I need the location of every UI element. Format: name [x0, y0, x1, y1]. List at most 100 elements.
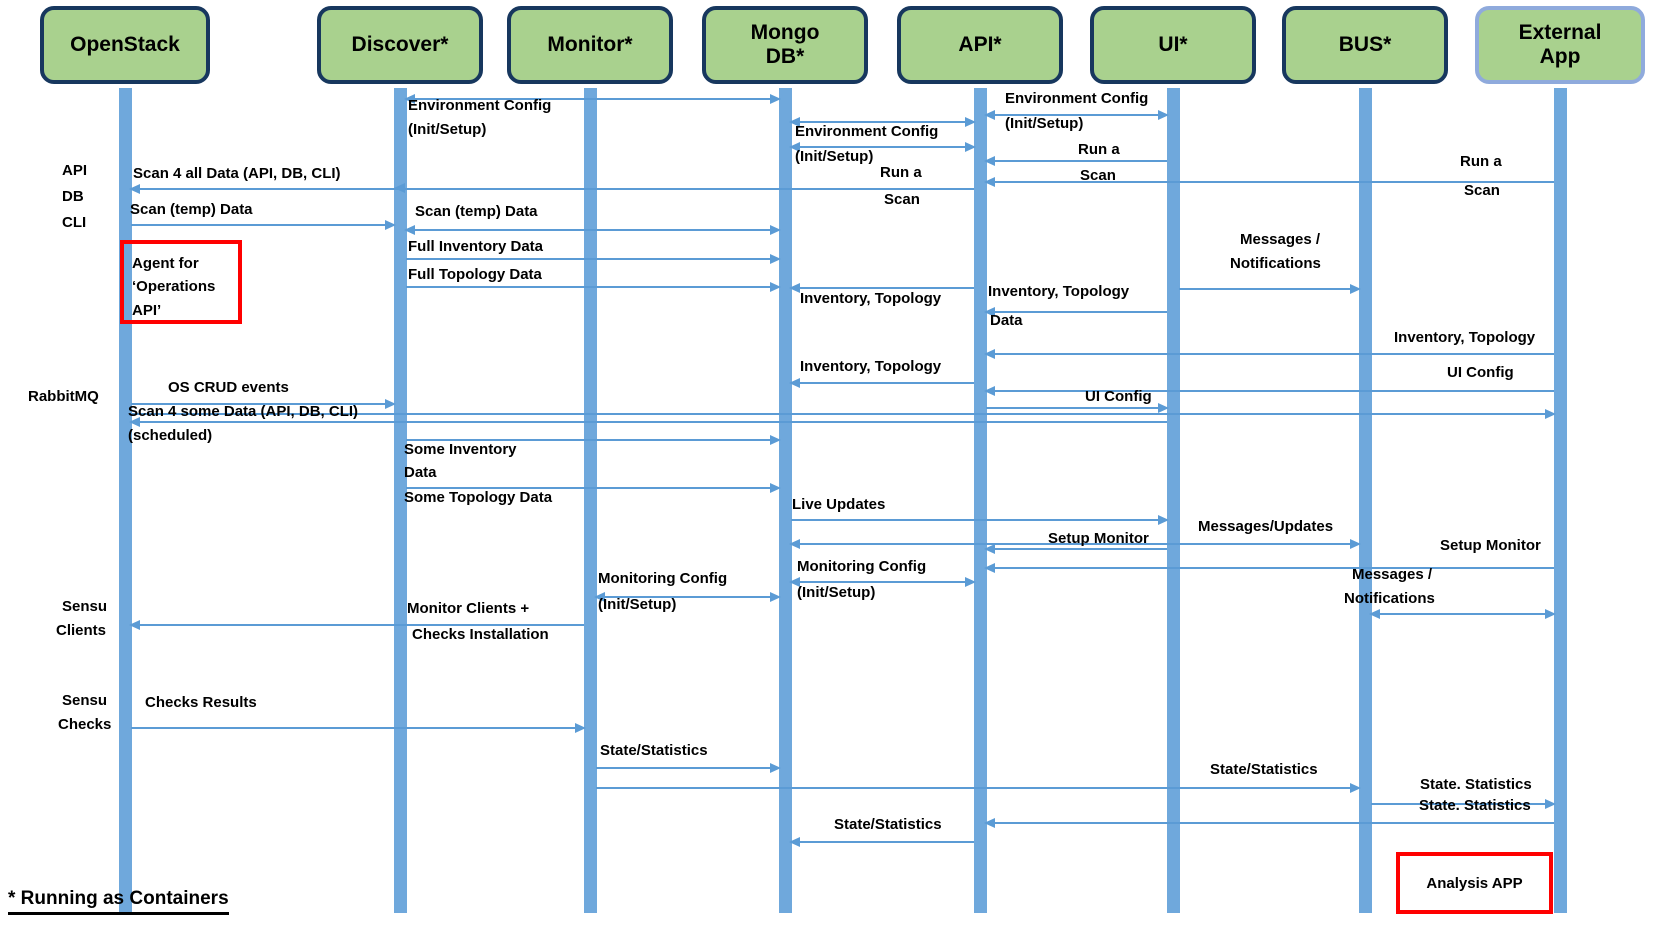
arrow-messages-notifications-bus-external [1369, 609, 1556, 619]
arrow-setup-monitor-ui-api [984, 544, 1167, 554]
message-label: Scan [1080, 167, 1116, 184]
arrowhead-left [984, 544, 995, 554]
arrow-run-a-scan-ui-api [984, 156, 1167, 166]
arrow-state-statistics-api-mongo [789, 837, 974, 847]
arrowhead-right [965, 577, 976, 587]
message-label: Setup Monitor [1048, 530, 1149, 547]
arrowhead-right [1158, 403, 1169, 413]
arrowhead-left [594, 592, 605, 602]
message-label: Scan 4 all Data (API, DB, CLI) [133, 165, 341, 182]
arrowhead-right [385, 399, 396, 409]
arrowhead-left [129, 620, 140, 630]
message-label: State/Statistics [600, 742, 708, 759]
external-app-box: External App [1475, 6, 1645, 84]
message-label: Full Topology Data [408, 266, 542, 283]
arrow-monitoring-config-monitor-mongo [594, 592, 781, 602]
message-label: Messages / [1352, 566, 1433, 583]
arrowhead-left [984, 307, 995, 317]
message-label: (Init/Setup) [408, 121, 487, 138]
monitor-lifeline [583, 88, 597, 913]
message-label: Full Inventory Data [408, 238, 544, 255]
arrow-messages-notifications-ui-bus [1179, 284, 1361, 294]
arrow-env-config-api-ui [984, 110, 1169, 120]
message-label: OS CRUD events [168, 379, 289, 396]
message-label: Checks [58, 716, 112, 733]
arrowhead-left [789, 837, 800, 847]
arrowhead-right [965, 117, 976, 127]
arrow-live-updates [791, 515, 1169, 525]
message-label: Scan (temp) Data [130, 201, 253, 218]
arrow-inventory-topology-external-api [984, 349, 1554, 359]
message-label: Environment Config [795, 123, 939, 140]
arrow-some-inventory-data [406, 435, 781, 445]
mongo-db-lifeline [778, 88, 792, 913]
arrow-env-config-discover-mongo [404, 94, 781, 104]
arrowhead-right [1545, 799, 1556, 809]
arrow-long-openstack-external [131, 409, 1556, 419]
message-label: Clients [56, 622, 107, 639]
message-label: Notifications [1230, 255, 1321, 272]
arrow-messages-updates [789, 539, 1361, 549]
arrowhead-right [965, 142, 976, 152]
arrow-inventory-topology-api-mongo-1 [789, 283, 974, 293]
arrow-inventory-topology-api-mongo-2 [789, 378, 974, 388]
arrowhead-right [770, 282, 781, 292]
arrowhead-right [1545, 409, 1556, 419]
arrow-run-a-scan-external-api [984, 177, 1554, 187]
arrowhead-right [770, 225, 781, 235]
arrowhead-left [789, 142, 800, 152]
arrow-scan-4-all-data [129, 184, 974, 194]
message-label: Sensu [62, 598, 108, 615]
message-label: Messages/Updates [1198, 518, 1334, 535]
arrowhead-left [404, 225, 415, 235]
message-label: Notifications [1344, 590, 1435, 607]
api-box: API* [897, 6, 1063, 84]
arrowhead-left [984, 156, 995, 166]
arrow-checks-results [131, 723, 586, 733]
message-label: (Init/Setup) [795, 148, 874, 165]
arrowhead-left [129, 184, 140, 194]
arrow-ui-config-api-ui [986, 403, 1169, 413]
message-label: (Init/Setup) [797, 584, 876, 601]
arrow-full-topology-data [406, 282, 781, 292]
external-app-lifeline [1553, 88, 1567, 913]
message-label: API [62, 162, 88, 179]
message-label: Inventory, Topology [988, 283, 1130, 300]
message-label: (Init/Setup) [598, 596, 677, 613]
message-label: RabbitMQ [28, 388, 99, 405]
message-label: Checks Results [145, 694, 257, 711]
message-label: State/Statistics [834, 816, 942, 833]
arrowhead-right [770, 763, 781, 773]
arrow-state-statistics-bus-external [1371, 799, 1556, 809]
arrow-inventory-topology-ui-api [984, 307, 1167, 317]
arrowhead-left [984, 349, 995, 359]
arrow-scan-temp-data-discover-mongo [404, 225, 781, 235]
bus-lifeline [1358, 88, 1372, 913]
message-label: Data [404, 464, 437, 481]
arrowhead-right [1350, 539, 1361, 549]
message-label: Some Topology Data [404, 489, 553, 506]
message-label: Checks Installation [412, 626, 549, 643]
arrow-monitor-clients-checks [129, 620, 584, 630]
arrow-setup-monitor-external-api [984, 563, 1554, 573]
arrowhead-left [789, 117, 800, 127]
arrowhead-right [1158, 110, 1169, 120]
message-label: Environment Config [1005, 90, 1149, 107]
ui-box: UI* [1090, 6, 1256, 84]
openstack-box: OpenStack [40, 6, 210, 84]
api-lifeline [973, 88, 987, 913]
message-label: State. Statistics [1420, 776, 1532, 793]
message-label: DB [62, 188, 84, 205]
message-label: Scan (temp) Data [415, 203, 538, 220]
message-label: Run a [880, 164, 922, 181]
arrowhead-right [1545, 609, 1556, 619]
bus-box: BUS* [1282, 6, 1448, 84]
message-label: Monitoring Config [598, 570, 728, 587]
arrowhead-right [770, 592, 781, 602]
arrow-ui-config-external-api [984, 386, 1554, 396]
message-label: Monitor Clients + [407, 600, 530, 617]
arrowhead-left [404, 94, 415, 104]
arrowhead-right [770, 254, 781, 264]
arrow-env-config-mongo-api-2 [789, 142, 976, 152]
arrowhead-right [575, 723, 586, 733]
